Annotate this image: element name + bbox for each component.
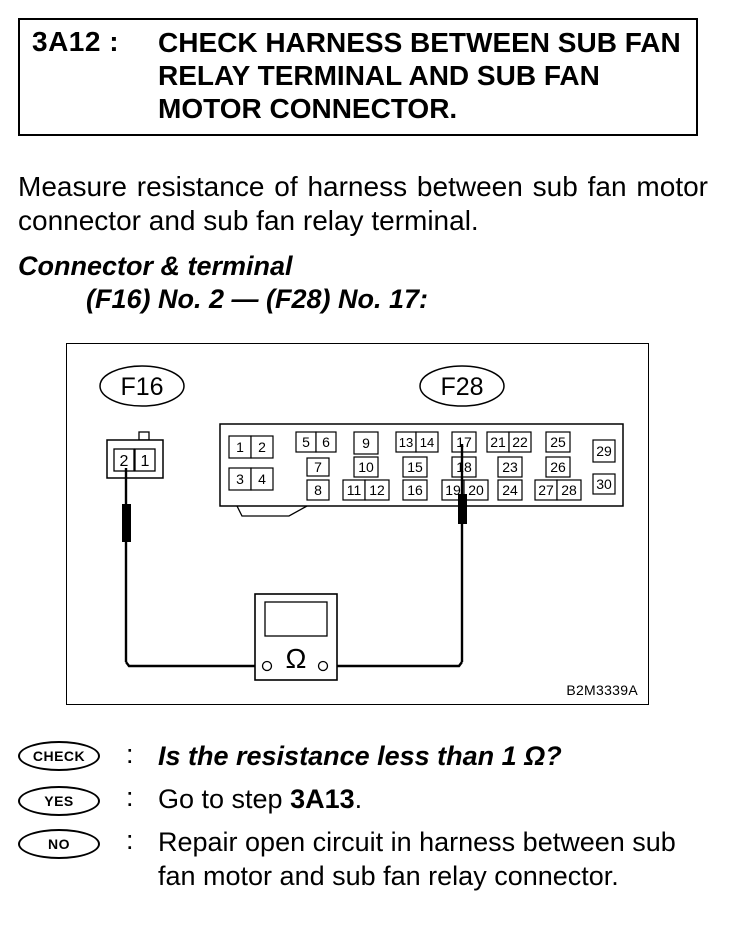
yes-badge: YES (18, 786, 100, 816)
f28-terminal-5: 5 (302, 434, 310, 450)
connector-terminal-value: (F16) No. 2 — (F28) No. 17: (86, 284, 429, 314)
f28-terminal-14: 14 (420, 435, 434, 450)
f28-terminal-19: 19 (445, 482, 461, 498)
f28-terminal-27: 27 (538, 482, 554, 498)
f28-terminal-30: 30 (596, 476, 612, 492)
wiring-diagram: F16 F28 2 1 1 2 3 4 (66, 343, 649, 705)
f28-terminal-12: 12 (369, 482, 385, 498)
f28-terminal-23: 23 (502, 459, 518, 475)
f16-terminal-2: 2 (120, 453, 129, 470)
f28-terminal-3: 3 (236, 471, 244, 487)
f28-terminal-8: 8 (314, 482, 322, 498)
f28-terminal-26: 26 (550, 459, 566, 475)
connector-f16: 2 1 (106, 431, 164, 479)
connector-f16-label: F16 (99, 365, 185, 407)
f28-terminal-10: 10 (358, 459, 374, 475)
f28-terminal-7: 7 (314, 459, 322, 475)
yes-answer-suffix: . (354, 784, 363, 814)
connector-f28-label-text: F28 (440, 373, 483, 401)
f28-terminal-25: 25 (550, 434, 566, 450)
instruction-text: Measure resistance of harness between su… (18, 171, 708, 236)
no-colon: : (126, 825, 134, 855)
connector-terminal-heading: Connector & terminal (18, 251, 293, 281)
f28-terminal-18: 18 (456, 459, 472, 475)
f28-terminal-28: 28 (561, 482, 577, 498)
no-badge: NO (18, 829, 100, 859)
f16-terminal-1: 1 (141, 453, 150, 470)
f28-terminal-16: 16 (407, 482, 423, 498)
f28-terminal-20: 20 (468, 482, 484, 498)
f28-terminal-22: 22 (512, 434, 528, 450)
f28-terminal-6: 6 (322, 434, 330, 450)
f28-terminal-4: 4 (258, 471, 266, 487)
f28-terminal-24: 24 (502, 482, 518, 498)
yes-colon: : (126, 782, 134, 812)
check-colon: : (126, 739, 134, 769)
connector-f28-label: F28 (419, 365, 505, 407)
check-question: Is the resistance less than 1 Ω? (158, 741, 562, 771)
f28-terminal-11: 11 (347, 482, 362, 498)
probe-f28 (458, 444, 467, 662)
f28-terminal-1: 1 (236, 439, 244, 455)
check-badge: CHECK (18, 741, 100, 771)
connector-f16-label-text: F16 (120, 373, 163, 401)
yes-step-link: 3A13 (290, 784, 355, 814)
yes-answer-prefix: Go to step (158, 784, 291, 814)
yes-answer: Go to step 3A13. (158, 782, 698, 816)
ohm-symbol: Ω (286, 643, 307, 674)
wiring-diagram-svg: F16 F28 2 1 1 2 3 4 (99, 365, 624, 681)
step-header-box: 3A12 : CHECK HARNESS BETWEEN SUB FAN REL… (18, 18, 698, 136)
f28-terminal-9: 9 (362, 435, 370, 451)
step-title: CHECK HARNESS BETWEEN SUB FAN RELAY TERM… (158, 27, 681, 124)
connector-f28: 1 2 3 4 5 6 7 8 9 10 11 12 (219, 423, 624, 517)
f28-terminal-17: 17 (456, 434, 472, 450)
f28-terminal-2: 2 (258, 439, 266, 455)
f28-terminal-13: 13 (399, 435, 413, 450)
f28-terminal-29: 29 (596, 443, 612, 459)
step-code: 3A12 : (32, 26, 120, 57)
f28-terminal-15: 15 (407, 459, 423, 475)
probe-f16 (122, 468, 131, 662)
ohmmeter: Ω (254, 593, 338, 681)
figure-code: B2M3339A (566, 682, 638, 698)
no-answer: Repair open circuit in harness between s… (158, 827, 676, 891)
f28-terminal-21: 21 (490, 434, 506, 450)
